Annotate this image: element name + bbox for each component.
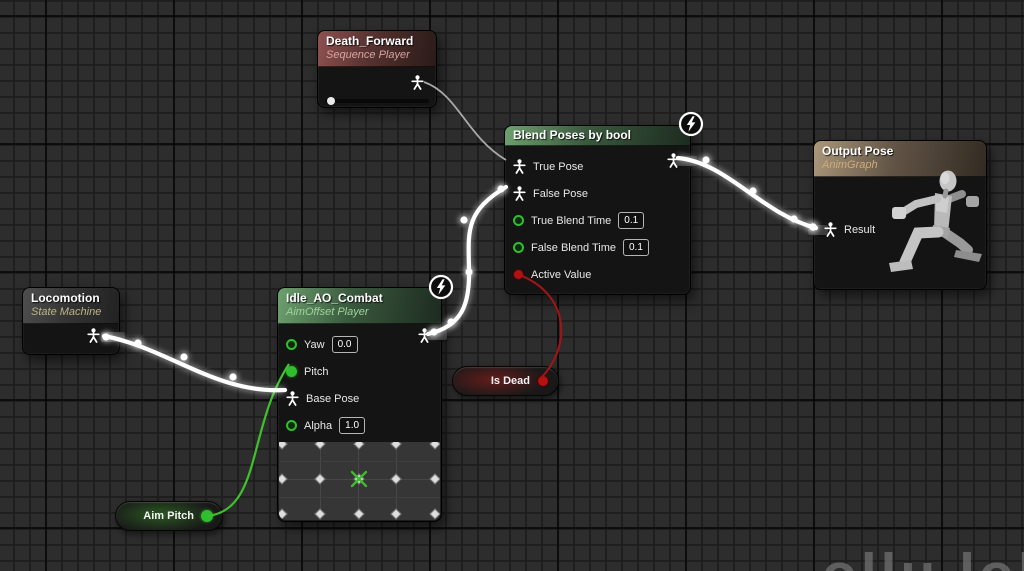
pin-label: False Blend Time (531, 241, 616, 254)
pin-row-result[interactable]: Result (816, 216, 883, 243)
pin-row-false-pose[interactable]: False Pose (505, 180, 690, 207)
variable-label: Aim Pitch (143, 510, 194, 522)
pin-row-true-pose[interactable]: True Pose (505, 153, 690, 180)
pin-label: Result (844, 223, 876, 236)
pose-input-pin[interactable] (824, 222, 837, 237)
aimoffset-preview-grid[interactable] (279, 442, 440, 520)
pin-row-yaw[interactable]: Yaw 0.0 (278, 331, 441, 358)
output-nub (101, 332, 125, 342)
pin-row-pitch[interactable]: Pitch (278, 358, 441, 385)
pin-label: Pitch (304, 365, 329, 378)
node-blend-poses-by-bool[interactable]: Blend Poses by bool True Pose False Pose… (504, 125, 697, 295)
pin-label: Base Pose (306, 392, 360, 405)
pin-label: False Pose (533, 187, 589, 200)
pin-label: True Blend Time (531, 214, 612, 227)
fast-path-bolt-icon (428, 274, 454, 300)
float-pin-icon-connected[interactable] (286, 366, 297, 377)
node-subtitle: Sequence Player (326, 49, 410, 61)
node-title: Locomotion (31, 291, 100, 305)
node-subtitle: State Machine (31, 306, 102, 318)
node-header[interactable]: Output Pose AnimGraph (814, 141, 986, 177)
float-pin-icon[interactable] (286, 420, 297, 431)
pin-row-true-blend-time[interactable]: True Blend Time 0.1 (505, 207, 690, 234)
pin-label: Active Value (531, 268, 592, 281)
aimoffset-sample-marker (350, 470, 368, 488)
fast-path-bolt-icon (678, 111, 704, 137)
variable-node-aim-pitch[interactable]: Aim Pitch (115, 501, 223, 531)
pin-row-alpha[interactable]: Alpha 1.0 (278, 412, 441, 439)
yaw-input[interactable]: 0.0 (331, 336, 358, 353)
node-locomotion[interactable]: Locomotion State Machine (22, 287, 125, 355)
pose-pin-icon (286, 391, 299, 406)
pin-row-base-pose[interactable]: Base Pose (278, 385, 441, 412)
pose-output-pin[interactable] (87, 328, 100, 343)
pin-row-active-value[interactable]: Active Value (505, 261, 690, 288)
node-subtitle: AimOffset Player (286, 306, 369, 318)
pin-label: Yaw (304, 338, 325, 351)
node-title: Idle_AO_Combat (286, 291, 383, 305)
node-header[interactable]: Blend Poses by bool (505, 126, 690, 146)
pose-input-pin[interactable] (286, 391, 299, 406)
pose-output-pin[interactable] (667, 153, 680, 168)
variable-label: Is Dead (490, 375, 530, 387)
node-title: Blend Poses by bool (513, 128, 632, 142)
bool-output-pin[interactable] (537, 375, 549, 387)
mannequin-preview-image (889, 170, 982, 272)
node-subtitle: AnimGraph (822, 159, 878, 171)
watermark-text: ollu loll (822, 546, 1024, 571)
pose-pin-icon (824, 222, 837, 237)
pin-row-false-blend-time[interactable]: False Blend Time 0.1 (505, 234, 690, 261)
pin-label: Alpha (304, 419, 333, 432)
node-title: Output Pose (822, 144, 894, 158)
pose-pin-icon (418, 328, 431, 343)
node-header[interactable]: Death_Forward Sequence Player (318, 31, 436, 67)
float-pin-icon[interactable] (286, 339, 297, 350)
bool-pin-icon[interactable] (513, 269, 524, 280)
pose-pin-icon (667, 153, 680, 168)
node-header[interactable]: Idle_AO_Combat AimOffset Player (278, 288, 441, 324)
alpha-input[interactable]: 1.0 (339, 417, 366, 434)
node-output-pose[interactable]: Output Pose AnimGraph Result (808, 140, 987, 290)
sequence-progress-bar[interactable] (325, 97, 429, 105)
wire-blend-to-result[interactable] (675, 154, 819, 234)
false-blend-time-input[interactable]: 0.1 (622, 239, 649, 256)
node-header[interactable]: Locomotion State Machine (23, 288, 119, 324)
node-title: Death_Forward (326, 34, 414, 48)
pin-label: True Pose (533, 160, 584, 173)
pose-output-pin[interactable] (418, 328, 431, 343)
variable-node-is-dead[interactable]: Is Dead (452, 366, 559, 396)
node-death-forward[interactable]: Death_Forward Sequence Player (317, 30, 437, 108)
sequence-playhead[interactable] (327, 97, 335, 105)
pose-pin-icon (411, 75, 424, 90)
node-idle-ao-combat[interactable]: Idle_AO_Combat AimOffset Player Yaw 0.0 … (277, 287, 447, 522)
pose-pin-icon (513, 186, 526, 201)
pose-pin-icon (513, 159, 526, 174)
float-pin-icon[interactable] (513, 242, 524, 253)
true-blend-time-input[interactable]: 0.1 (618, 212, 645, 229)
pose-input-pin[interactable] (513, 159, 526, 174)
wire-locomotion-to-basepose[interactable] (100, 331, 288, 395)
float-pin-icon[interactable] (513, 215, 524, 226)
pose-input-pin[interactable] (513, 186, 526, 201)
float-output-pin[interactable] (201, 510, 213, 522)
pose-output-pin[interactable] (411, 75, 424, 90)
pose-pin-icon (87, 328, 100, 343)
